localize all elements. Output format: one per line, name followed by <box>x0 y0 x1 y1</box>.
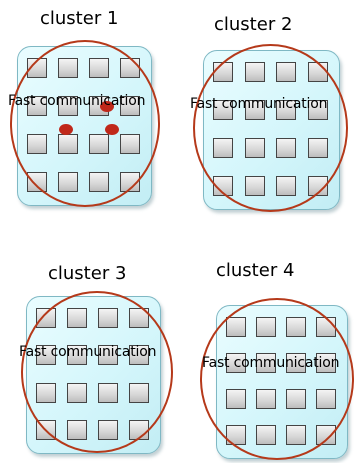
cluster-title: cluster 2 <box>214 14 293 35</box>
cluster-ring <box>200 298 354 460</box>
cluster-ring <box>21 291 173 453</box>
cluster-label: Fast communication <box>19 344 157 360</box>
cluster-title: cluster 4 <box>216 260 295 281</box>
node-marker <box>59 124 73 135</box>
cluster-label: Fast communication <box>202 355 340 371</box>
node-marker <box>105 124 119 135</box>
cluster-title: cluster 1 <box>40 8 119 29</box>
cluster-ring <box>193 44 348 212</box>
cluster-label: Fast communication <box>8 93 146 109</box>
cluster-title: cluster 3 <box>48 263 127 284</box>
cluster-ring <box>10 40 160 207</box>
node-marker <box>100 101 114 112</box>
cluster-label: Fast communication <box>190 96 328 112</box>
